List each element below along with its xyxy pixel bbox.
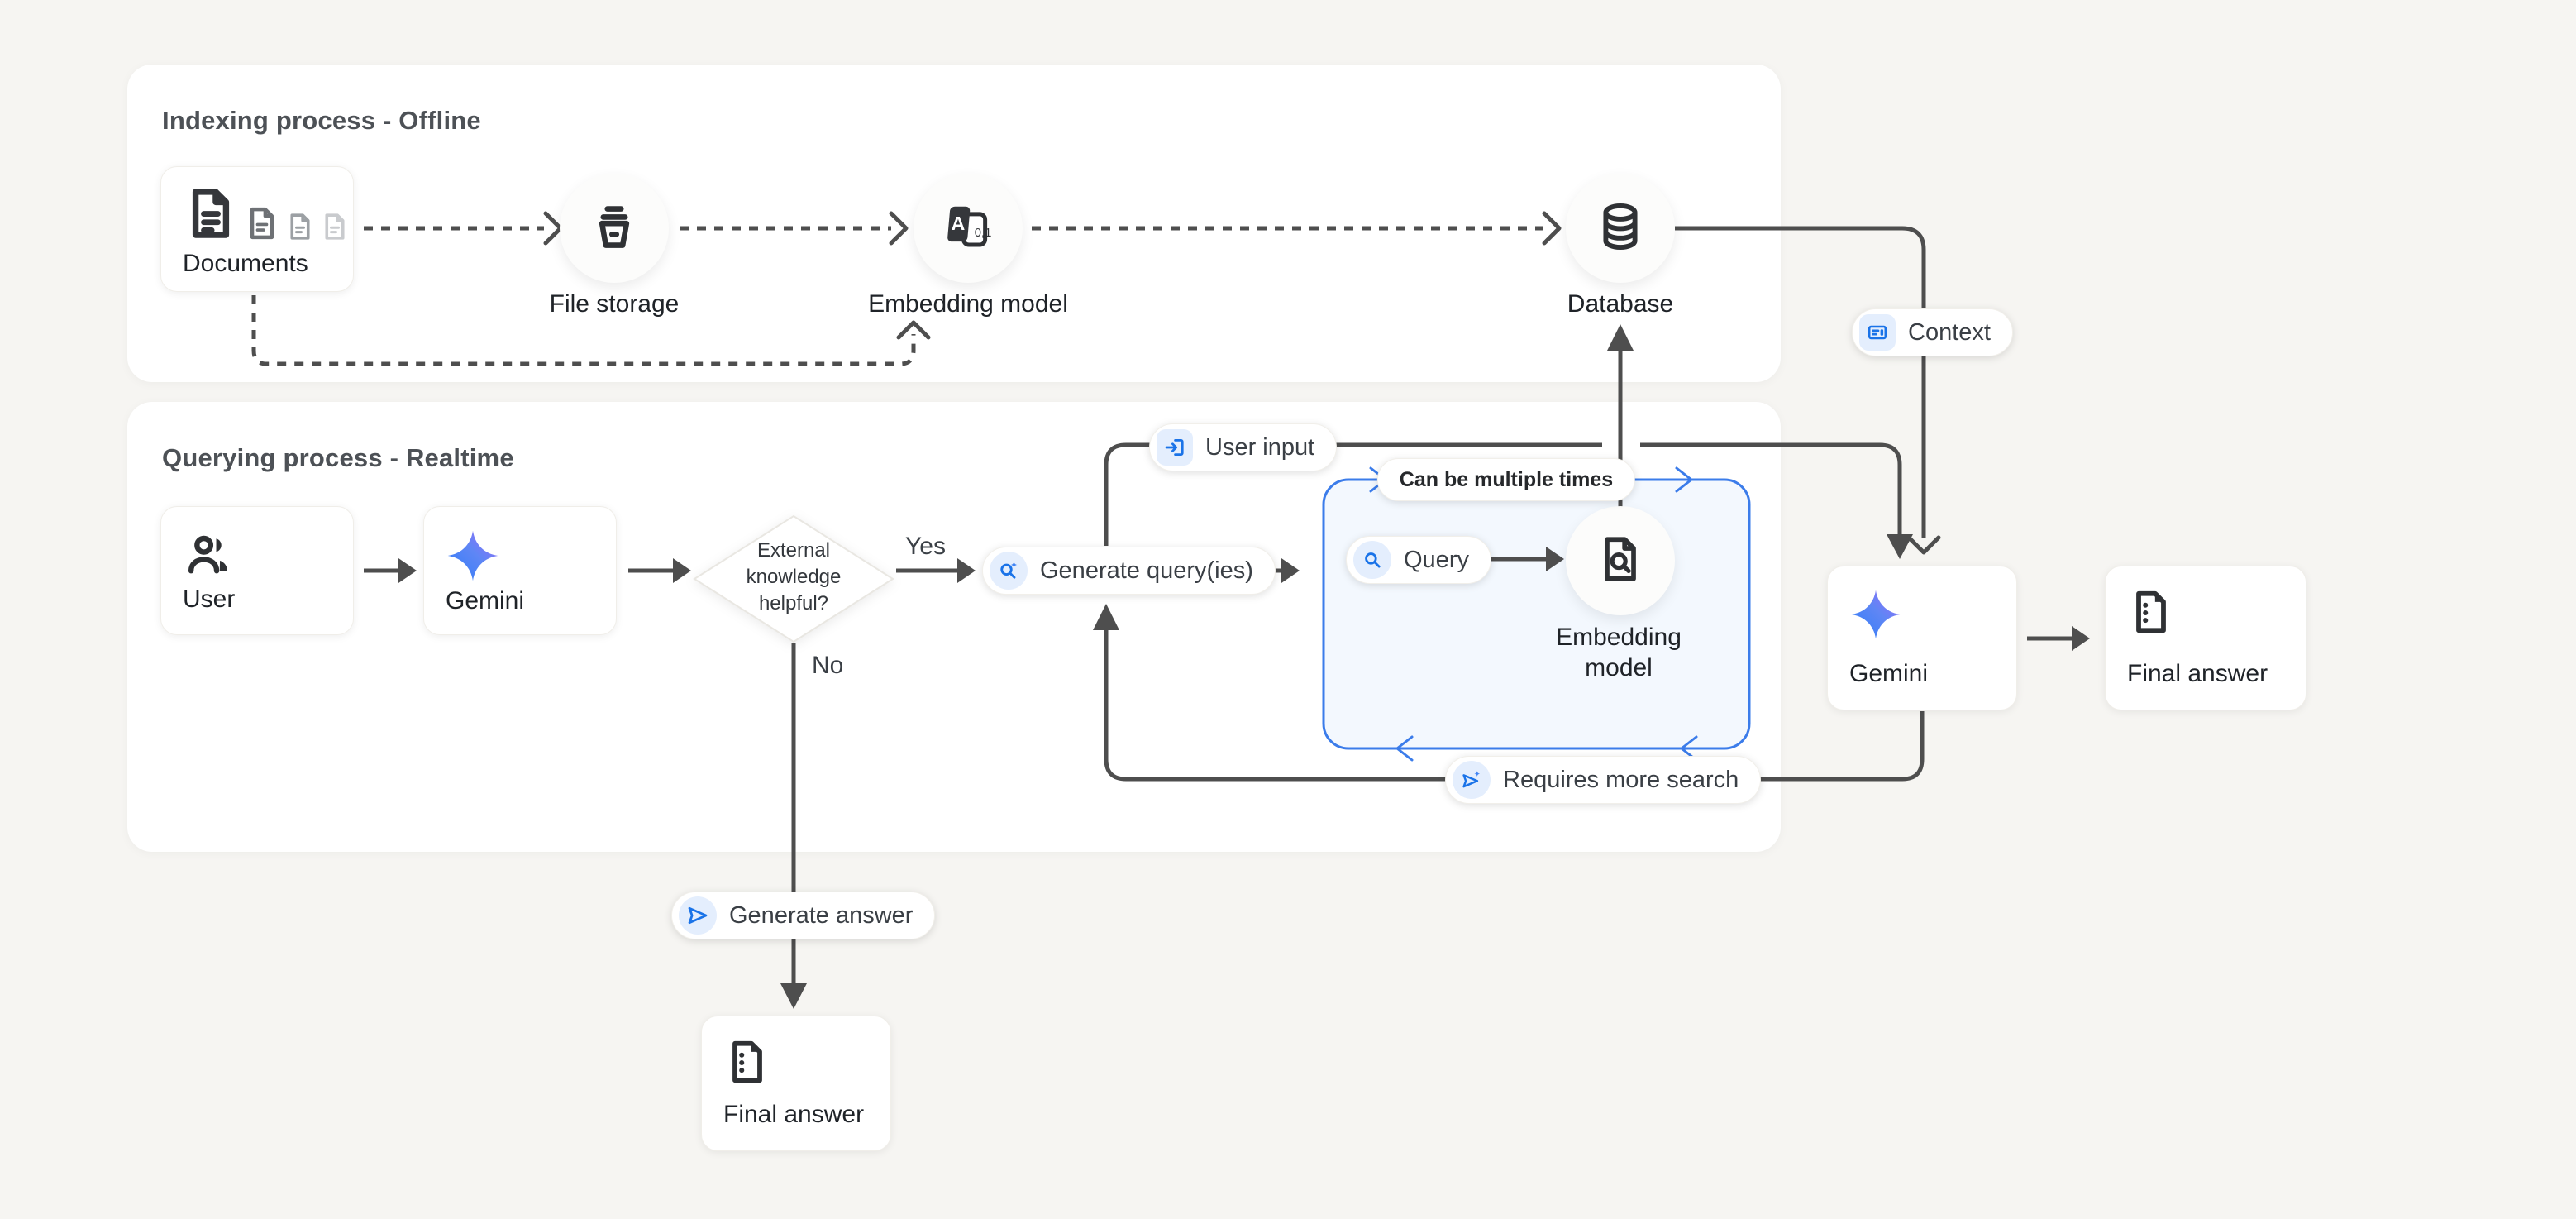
database-icon [1594,200,1647,257]
file-storage-label: File storage [549,290,680,318]
document-icon [183,185,239,246]
documents-icon-row [183,185,345,246]
send-icon [679,896,717,935]
loop-note-label: Can be multiple times [1399,467,1614,491]
user-input-pill: User input [1149,423,1338,471]
database-label: Database [1567,290,1674,318]
user-node: User [160,506,354,635]
query-label: Query [1404,546,1469,573]
arrowhead-embedding-up-icon [896,320,931,340]
wire-userinput-gemini [1104,442,1902,546]
arrowhead-decision-icon [673,558,691,583]
file-storage-node [560,174,669,283]
document-icon [320,212,350,246]
summary-document-icon [2127,588,2284,640]
yes-label: Yes [905,533,946,560]
arrowhead-filestorage-icon [543,211,563,246]
loop-arrow-bottom-left-icon [1395,735,1414,762]
querying-title: Querying process - Realtime [162,443,514,472]
arrowhead-loopbox-icon [1281,558,1300,583]
final-answer-main-label: Final answer [2127,660,2268,687]
gemini-final-label: Gemini [1849,660,1929,687]
gemini-star-icon [1849,588,1995,645]
bucket-icon [587,199,642,258]
decision-diamond [693,514,894,643]
search-icon [1353,541,1391,579]
arrowhead-gemini-solid-icon [1887,534,1913,559]
arrowhead-queryembedding-icon [1546,547,1564,571]
embedding-model-label: Embedding model [868,290,1068,318]
wire-documents-embedding-loop [251,295,916,366]
user-label: User [183,586,236,613]
indexing-title: Indexing process - Offline [162,106,481,135]
requires-more-search-label: Requires more search [1503,766,1739,793]
final-answer-offline-label: Final answer [723,1101,865,1128]
arrowhead-finalanswer-right-icon [2072,626,2090,651]
documents-node: Documents [160,166,354,292]
gemini-node: Gemini [423,506,617,635]
loop-box [1322,466,1751,762]
user-input-label: User input [1205,433,1315,461]
arrowhead-generatequeries-icon [957,558,976,583]
generate-queries-label: Generate query(ies) [1040,557,1253,584]
svg-text:0,1: 0,1 [975,227,992,240]
generate-queries-pill: Generate query(ies) [982,547,1276,595]
documents-label: Documents [183,250,308,277]
document-icon [285,212,315,246]
context-label: Context [1908,318,1991,346]
database-node [1566,174,1675,283]
users-icon [183,528,332,586]
send-spark-icon [1453,761,1491,799]
embedding-model-node: 0,1 A [914,174,1023,283]
gemini-label: Gemini [446,587,525,614]
generate-answer-label: Generate answer [729,901,914,929]
query-embedding-node [1566,506,1675,615]
wire-database-context-gemini [1675,226,1926,538]
summary-document-icon [723,1038,869,1090]
search-spark-icon [990,552,1028,590]
arrowhead-gemini-chevron-icon [1906,535,1941,555]
embedding-translate-icon: 0,1 A [941,199,995,258]
requires-more-search-pill: Requires more search [1445,756,1762,804]
arrowhead-generatequeries-up-icon [1093,604,1119,630]
context-pill: Context [1852,308,2013,356]
query-embedding-label: Embedding model [1556,624,1682,681]
file-search-icon [1595,533,1646,589]
article-icon [1859,314,1896,351]
input-icon [1157,429,1193,466]
decision-label: External knowledge helpful? [746,539,842,614]
arrowhead-database-up-icon [1607,324,1634,351]
generate-answer-pill: Generate answer [671,892,936,939]
document-icon [244,205,280,246]
final-answer-offline-node: Final answer [701,1016,891,1151]
gemini-star-icon [446,528,594,587]
arrowhead-database-icon [1542,211,1562,246]
svg-text:A: A [952,212,966,233]
arrowhead-gemini-left-icon [398,558,417,583]
query-pill: Query [1346,536,1491,584]
arrowhead-embedding-icon [889,211,909,246]
final-answer-main-node: Final answer [2105,566,2306,710]
arrowhead-finalanswer-down-icon [780,983,807,1009]
no-label: No [812,652,844,679]
gemini-final-node: Gemini [1827,566,2017,710]
loop-note-pill: Can be multiple times [1376,458,1636,501]
loop-arrow-top-right-icon [1675,466,1693,493]
